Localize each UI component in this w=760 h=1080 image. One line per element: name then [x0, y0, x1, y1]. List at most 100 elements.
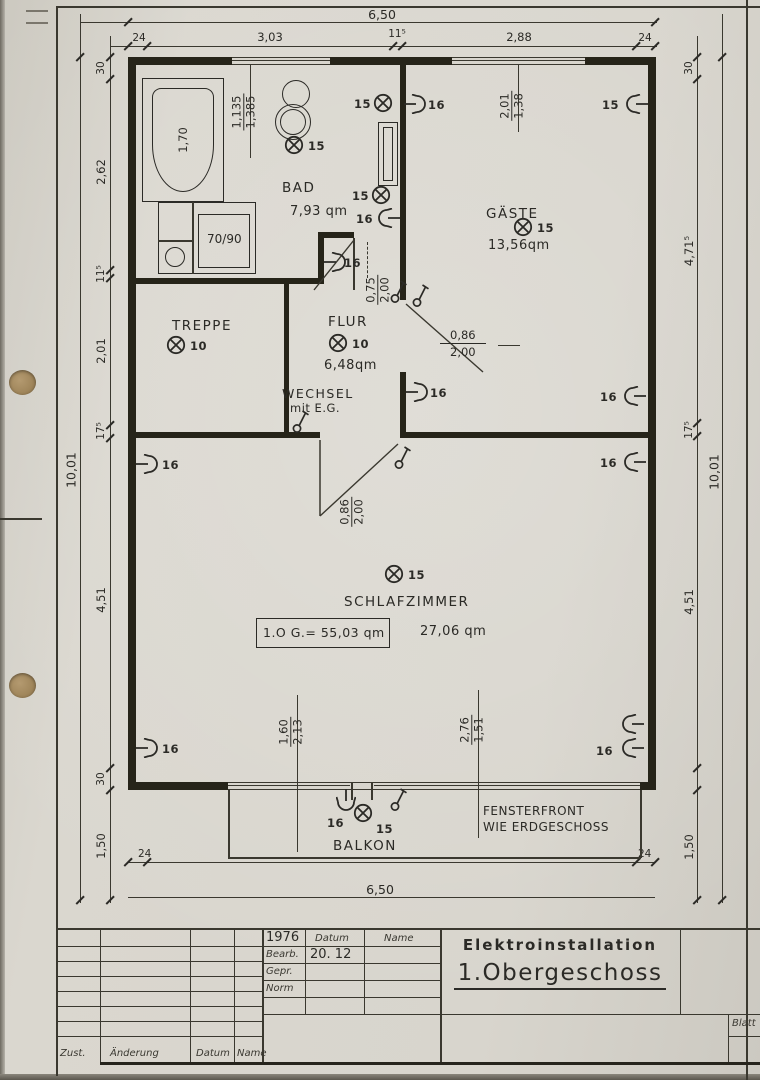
- dim: 0,86: [440, 328, 486, 344]
- fold-mark: [0, 518, 42, 520]
- lamp-circuit: 15: [354, 97, 372, 111]
- basin: [165, 247, 185, 267]
- titleblock-line: [364, 928, 365, 1014]
- frame-top: [56, 6, 760, 8]
- socket-icon: [374, 208, 400, 228]
- dim: 11⁵: [388, 28, 406, 40]
- room-label-gaeste: GÄSTE: [486, 206, 539, 222]
- window-gaeste: [452, 57, 585, 65]
- titleblock-line: [234, 928, 235, 1062]
- wall-top: [330, 57, 452, 65]
- lamp-icon: [512, 216, 534, 238]
- dim-line: [110, 36, 111, 903]
- titleblock-line: [57, 946, 262, 947]
- socket-circuit: 16: [430, 386, 448, 400]
- window-sz-right: [374, 782, 640, 790]
- dim: 0,75: [363, 275, 379, 305]
- wall-bad-south: [136, 278, 324, 284]
- dim: 30: [95, 61, 107, 75]
- lamp-circuit: 15: [376, 822, 394, 836]
- dim-total-height: 10,01: [63, 452, 79, 488]
- titleblock-line: [262, 1014, 440, 1015]
- socket-icon: [622, 94, 648, 114]
- shower-tray: [198, 214, 250, 268]
- dim-line: [518, 65, 519, 132]
- dim-line: [722, 14, 723, 903]
- sanitary-divider: [158, 240, 192, 242]
- socket-icon: [404, 94, 430, 114]
- switch-icon: [390, 278, 408, 304]
- socket-circuit: 16: [596, 744, 614, 758]
- dim-tick: [717, 895, 727, 905]
- photo-left-edge: [0, 0, 5, 1080]
- dim: 2,00: [377, 277, 392, 303]
- dim-line: [128, 862, 655, 863]
- titleblock-line: [440, 1014, 760, 1015]
- socket-circuit: 16: [327, 816, 345, 830]
- dim: 2,01: [497, 91, 513, 121]
- frame-right: [746, 0, 748, 1080]
- room-area-gaeste: 13,56qm: [488, 238, 550, 253]
- room-label-bad: BAD: [282, 180, 316, 196]
- dim: 24: [138, 848, 152, 860]
- switch-icon: [394, 444, 412, 470]
- dim-line: [297, 695, 298, 852]
- bad-door-swing: [313, 239, 355, 291]
- window-sz-left: [228, 782, 350, 790]
- balcony-edge: [228, 857, 641, 859]
- dim: 1,51: [471, 717, 486, 743]
- dim: 1,50: [94, 833, 108, 859]
- dim: 2,62: [94, 159, 108, 185]
- balcony-edge: [228, 790, 230, 858]
- lamp-circuit: 15: [408, 568, 426, 582]
- socket-icon: [136, 454, 162, 474]
- sanitary-block: [158, 202, 256, 274]
- socket-circuit: 16: [162, 742, 180, 756]
- titleblock-line: [57, 976, 262, 977]
- dim-tick: [75, 895, 85, 905]
- staple-mark: [26, 10, 48, 12]
- socket-circuit: 16: [428, 98, 446, 112]
- radiator-inner: [383, 127, 393, 181]
- dim-total-width: 6,50: [368, 7, 396, 22]
- og-summary: 1.O G.= 55,03 qm: [263, 625, 385, 640]
- room-area-flur: 6,48qm: [324, 358, 377, 373]
- dim: 4,51: [94, 587, 108, 613]
- switch-icon: [412, 282, 430, 308]
- socket-icon: [406, 382, 432, 402]
- dim-tick: [650, 17, 660, 27]
- socket-icon: [136, 738, 162, 758]
- punch-hole-bottom: [9, 673, 36, 698]
- titleblock-line: [57, 1021, 262, 1022]
- dim: 1,385: [243, 95, 258, 129]
- titleblock-line: [57, 991, 262, 992]
- dim: 24: [638, 32, 652, 44]
- sheet-bottom-edge: [0, 1074, 760, 1080]
- titleblock-bearb-datum: 20. 12: [310, 947, 352, 962]
- wall-mid: [400, 432, 648, 438]
- toilet-bowl: [275, 104, 311, 140]
- titleblock-line: [262, 997, 440, 998]
- og-summary-box: [256, 618, 390, 648]
- switch-icon: [292, 408, 310, 434]
- gaeste-door-swing: [405, 303, 484, 373]
- bad-door-leaf: [353, 238, 355, 290]
- dim-line: [478, 690, 479, 838]
- revision-col-name: Name: [237, 1048, 267, 1059]
- titleblock-col-name: Name: [384, 933, 414, 944]
- room-label-treppe: TREPPE: [172, 318, 232, 334]
- lamp-icon: [165, 334, 187, 356]
- revision-col-zust: Zust.: [60, 1048, 86, 1059]
- titleblock-line: [57, 1006, 262, 1007]
- dim-line: [128, 897, 655, 898]
- dim: 24: [132, 32, 146, 44]
- wall-left: [128, 57, 136, 790]
- titleblock-line: [57, 961, 262, 962]
- room-label-flur: FLUR: [328, 314, 368, 330]
